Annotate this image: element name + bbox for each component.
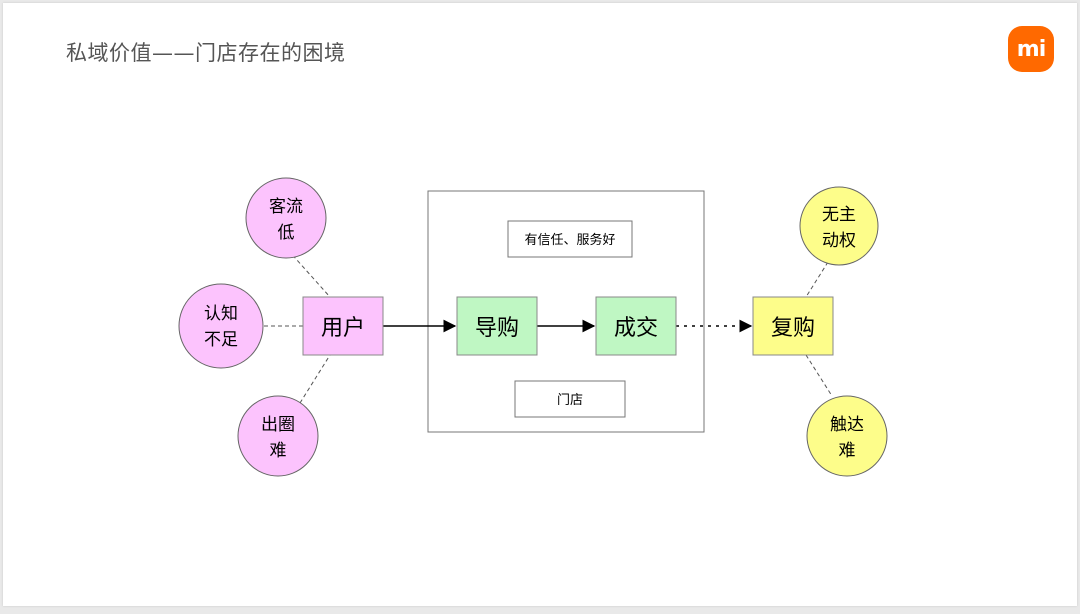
circle-reach — [806, 395, 888, 477]
store-note-text: 有信任、服务好 — [524, 232, 615, 248]
circle-awareness-line1: 认知 — [204, 304, 238, 324]
user-node — [302, 296, 384, 356]
guide-node — [456, 296, 538, 356]
repurchase-label: 复购 — [771, 316, 815, 341]
circle-initiative-line2: 动权 — [822, 231, 856, 251]
connector-customer-flow — [287, 249, 331, 298]
circle-awareness-line2: 不足 — [204, 330, 238, 350]
deal-label: 成交 — [614, 316, 658, 341]
connector-initiative — [805, 261, 829, 298]
circle-breakout-line2: 难 — [270, 441, 287, 461]
circle-reach-line2: 难 — [839, 441, 856, 461]
circle-awareness — [178, 283, 264, 369]
store-label-box — [514, 380, 626, 418]
circle-reach-line1: 触达 — [830, 415, 864, 435]
circle-breakout-line1: 出圈 — [261, 415, 295, 435]
circle-initiative — [799, 186, 879, 266]
circle-breakout — [237, 395, 319, 477]
connector-breakout — [299, 354, 331, 404]
page-title: 私域价值——门店存在的困境 — [66, 41, 346, 65]
guide-label: 导购 — [475, 316, 519, 341]
circle-customer-flow — [245, 177, 327, 259]
connector-reach — [805, 354, 833, 397]
store-note-box — [507, 220, 633, 258]
circle-customer-flow-line2: 低 — [278, 223, 295, 243]
user-label: 用户 — [321, 316, 365, 341]
deal-node — [595, 296, 677, 356]
mi-logo: mi — [1008, 26, 1054, 72]
repurchase-node — [752, 296, 834, 356]
circle-customer-flow-line1: 客流 — [269, 197, 303, 217]
store-label-text: 门店 — [557, 393, 583, 408]
circle-initiative-line1: 无主 — [822, 205, 856, 225]
